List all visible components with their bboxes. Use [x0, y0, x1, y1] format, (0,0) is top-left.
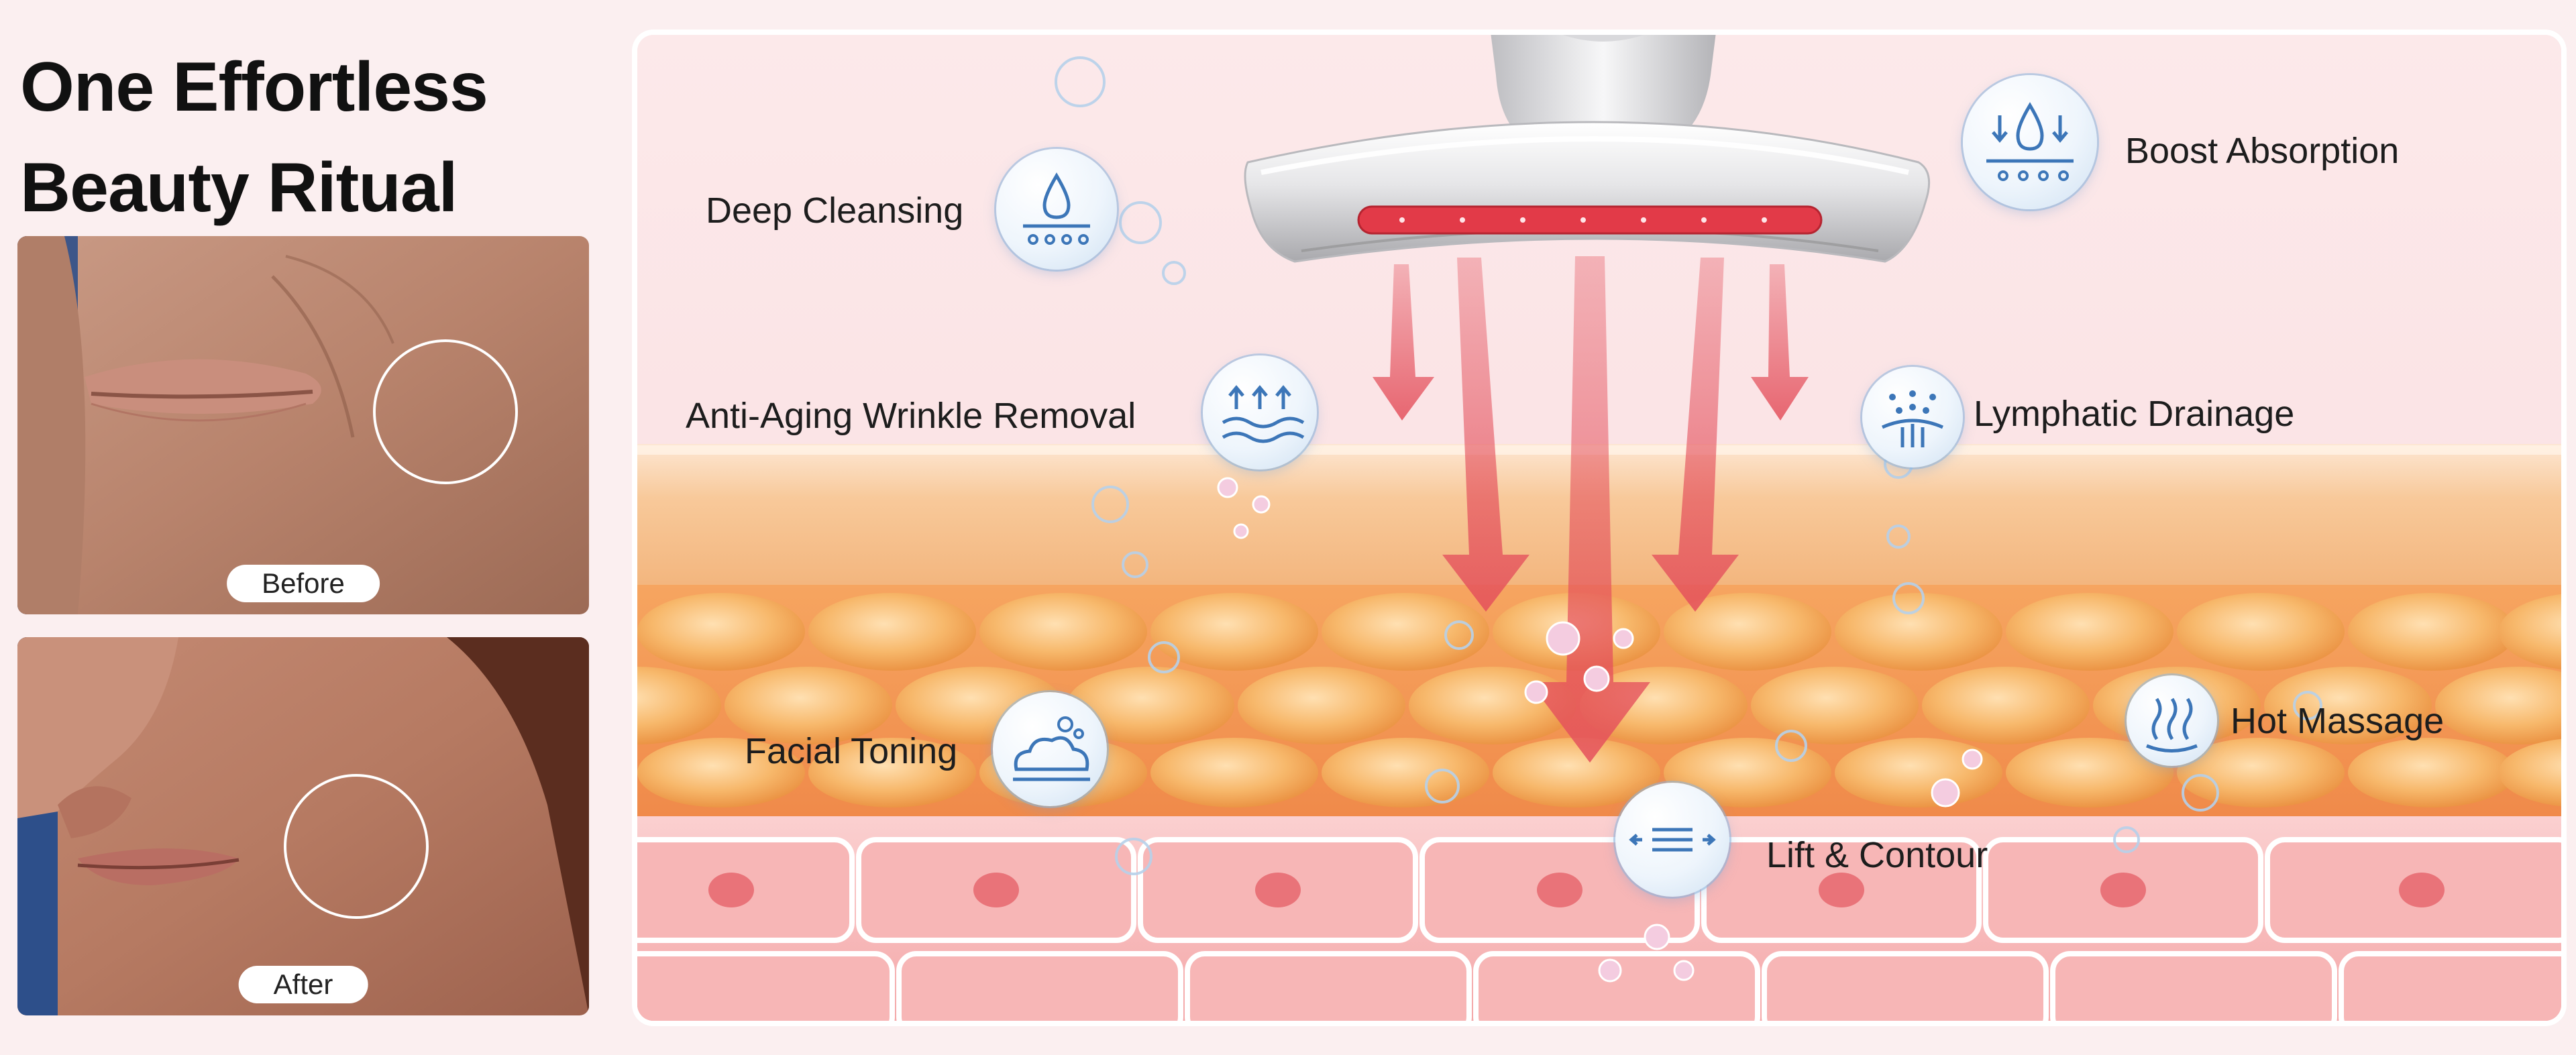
molecule-clusters	[1217, 477, 1983, 983]
label-deep-cleansing: Deep Cleansing	[706, 190, 964, 231]
before-face-image	[17, 236, 589, 614]
heat-waves-icon	[2127, 675, 2217, 766]
label-lift-contour: Lift & Contour	[1766, 835, 1988, 875]
after-label: After	[238, 966, 368, 1003]
dermis-nuclei	[708, 873, 2445, 907]
beauty-device	[1244, 35, 1931, 263]
heading-line-2: Beauty Ritual	[20, 149, 458, 227]
skin-diagram-panel: Deep Cleansing Boost Absorption Anti-Agi…	[637, 35, 2561, 1021]
water-drop-pores-icon	[996, 149, 1117, 270]
red-led-strip	[1357, 205, 1823, 235]
skin-layers-illustration	[637, 35, 2561, 1021]
decorative-bubbles	[1055, 56, 2322, 875]
after-face-image	[17, 637, 589, 1015]
label-anti-aging: Anti-Aging Wrinkle Removal	[686, 396, 1136, 436]
before-label: Before	[227, 565, 380, 602]
heading-line-1: One Effortless	[20, 48, 488, 126]
fat-cells	[637, 593, 2561, 808]
label-boost-absorption: Boost Absorption	[2125, 131, 2400, 171]
label-facial-toning: Facial Toning	[745, 731, 958, 771]
dotted-flow-icon	[1862, 367, 1963, 467]
cloud-bubbles-icon	[993, 692, 1107, 806]
drop-absorb-icon	[1963, 75, 2097, 209]
label-lymphatic-drainage: Lymphatic Drainage	[1974, 394, 2295, 434]
before-photo: Before	[17, 236, 589, 614]
label-hot-massage: Hot Massage	[2231, 701, 2445, 741]
wave-lift-icon	[1203, 355, 1317, 469]
page-heading: One Effortless Beauty Ritual	[20, 37, 488, 238]
red-light-arrows	[1373, 256, 1809, 763]
contour-arrows-icon	[1615, 783, 1729, 897]
after-photo: After	[17, 637, 589, 1015]
dermis-cells	[637, 837, 2561, 1021]
